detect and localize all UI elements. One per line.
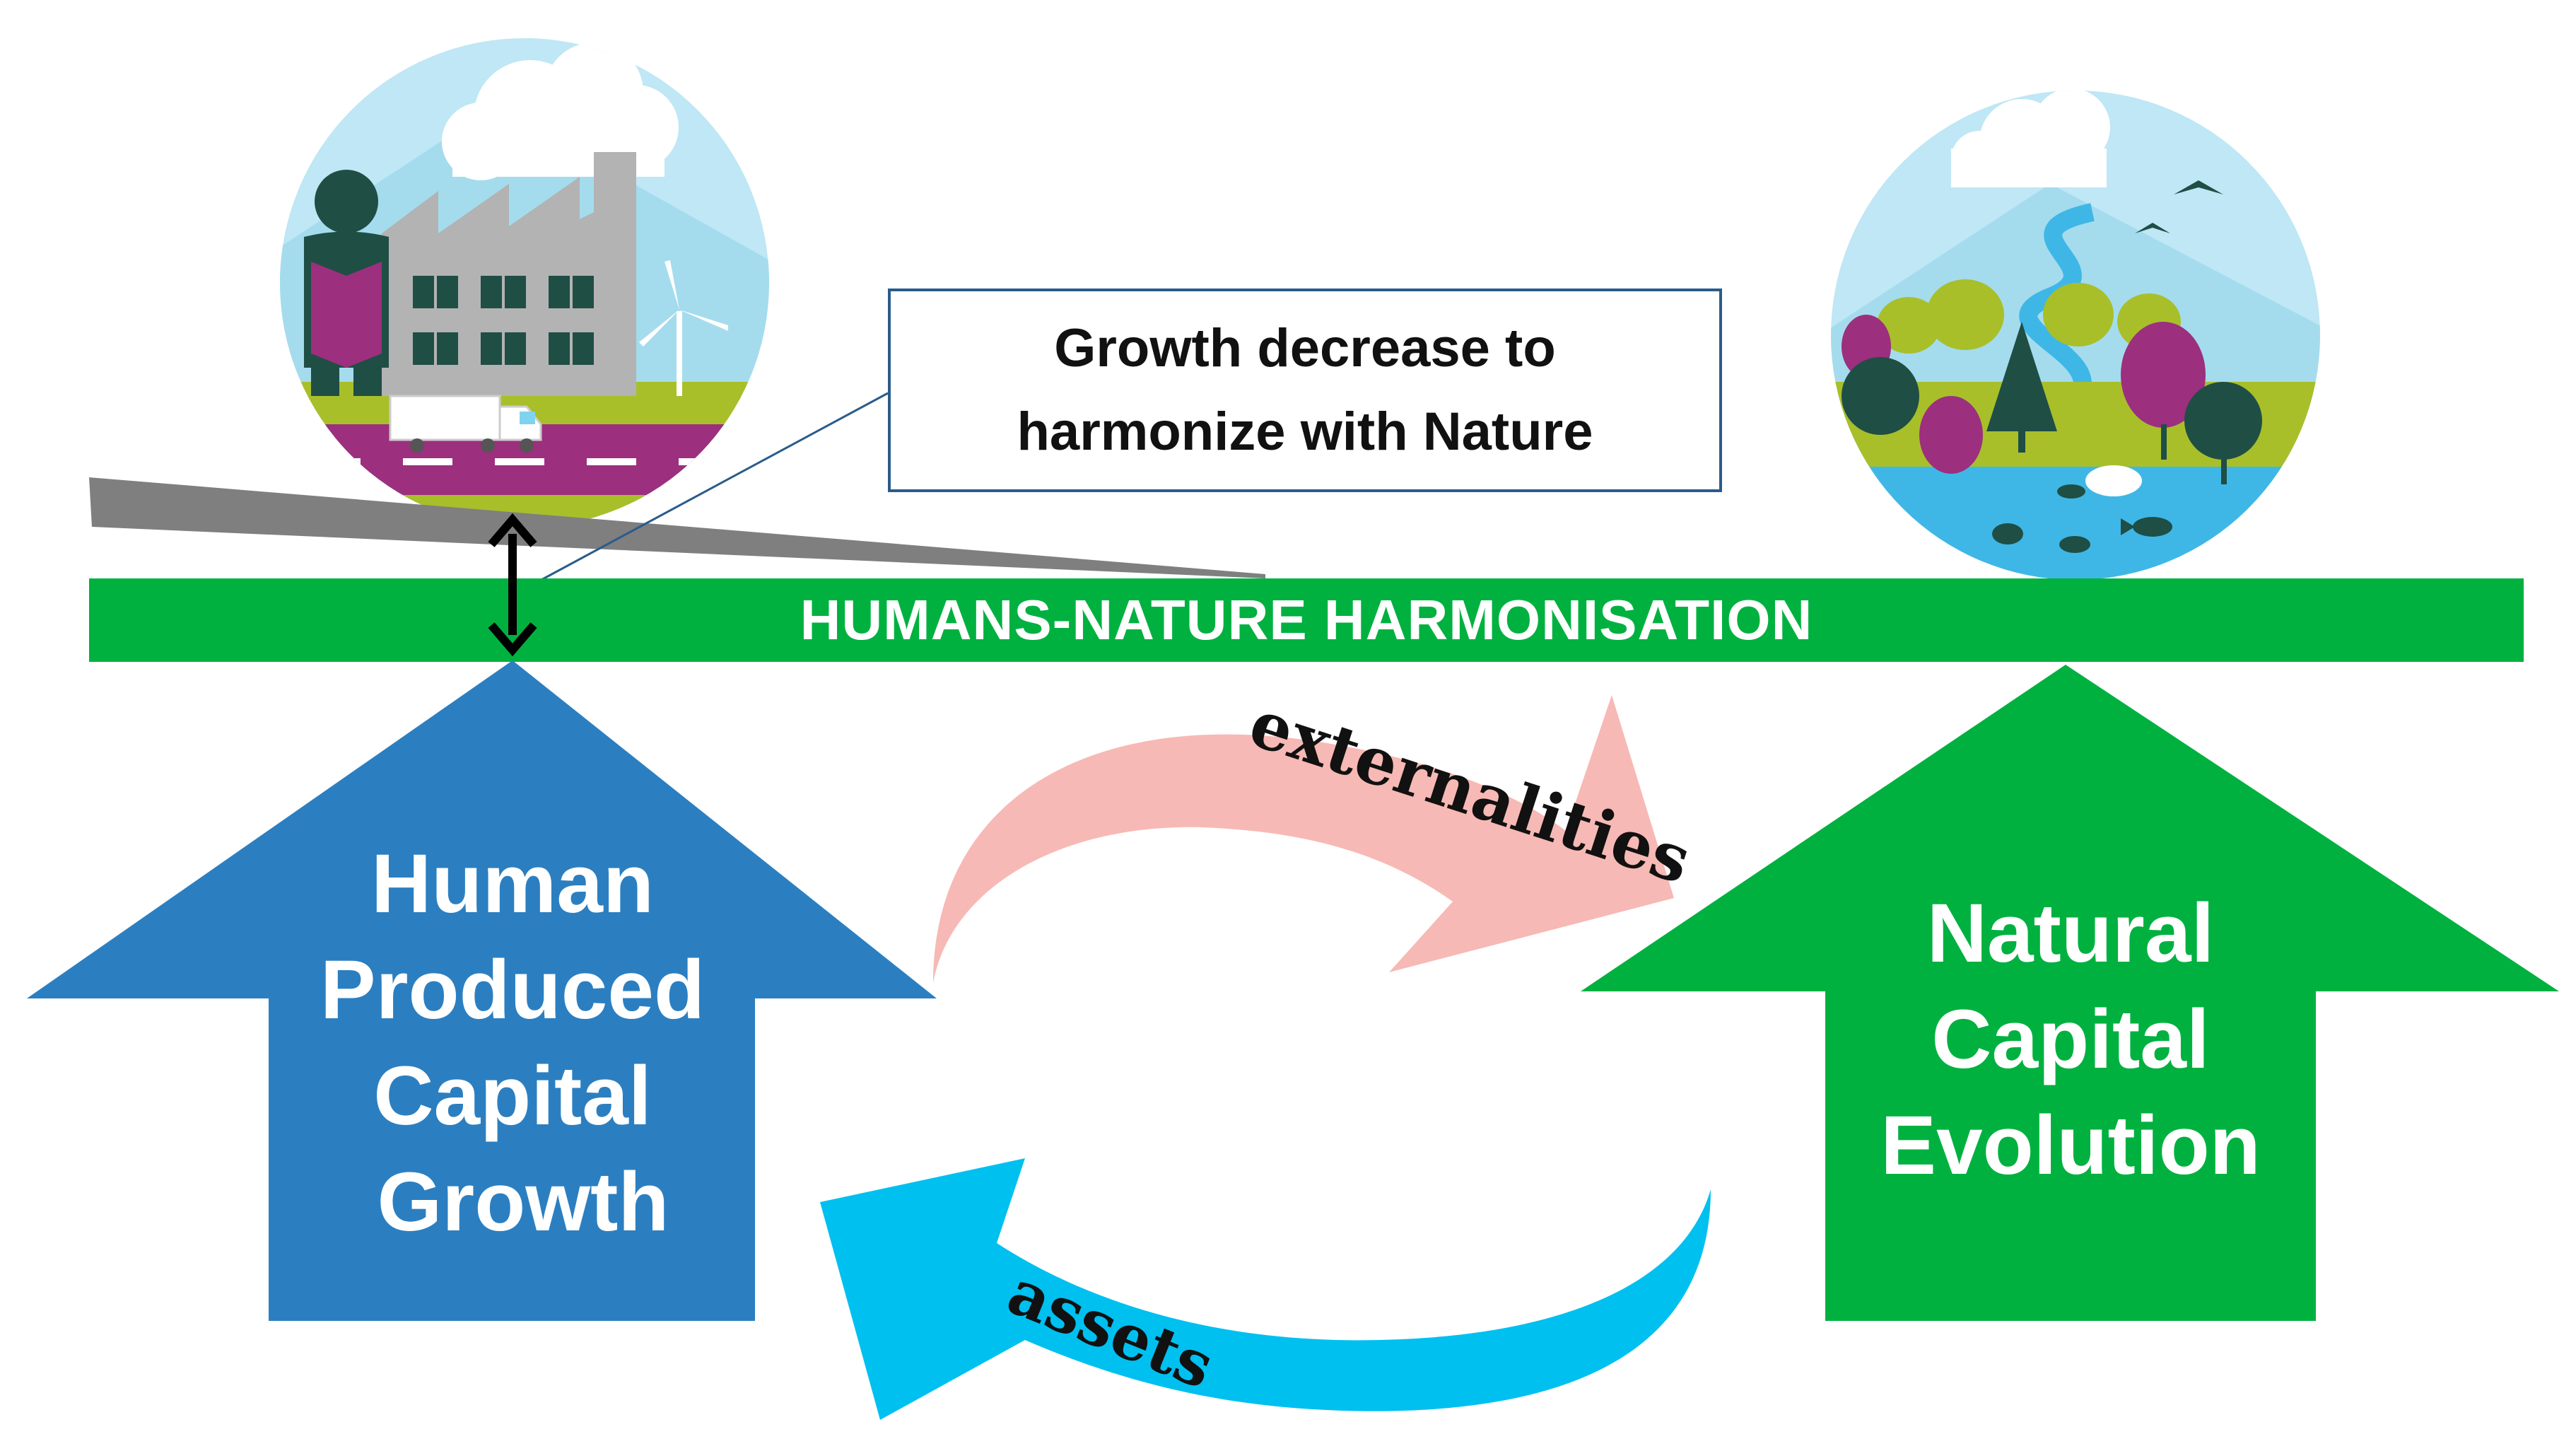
harmonisation-band bbox=[89, 578, 2524, 662]
factory-scene-icon bbox=[280, 38, 769, 528]
human-arrow-line-2: Produced bbox=[320, 943, 706, 1037]
natural-capital-arrow bbox=[1581, 665, 2559, 1321]
band-label: HUMANS-NATURE HARMONISATION bbox=[800, 588, 1813, 651]
human-arrow-line-4: Growth bbox=[377, 1155, 669, 1249]
tilted-beam bbox=[89, 477, 1265, 578]
callout-leader-line bbox=[520, 392, 889, 593]
human-capital-arrow bbox=[27, 660, 937, 1321]
nature-scene-icon bbox=[1831, 91, 2320, 580]
assets-label: assets bbox=[998, 1254, 1224, 1403]
natural-arrow-line-2: Capital bbox=[1931, 993, 2210, 1086]
callout-line-2: harmonize with Nature bbox=[1017, 402, 1593, 462]
callout-box: Growth decrease to harmonize with Nature bbox=[888, 289, 1722, 492]
human-arrow-line-3: Capital bbox=[373, 1049, 652, 1143]
externalities-arrow bbox=[933, 695, 1674, 983]
callout-line-1: Growth decrease to bbox=[1054, 318, 1556, 378]
natural-arrow-label: Natural Capital Evolution bbox=[1825, 880, 2316, 1199]
double-arrow-icon bbox=[488, 513, 537, 657]
natural-arrow-line-1: Natural bbox=[1926, 887, 2215, 980]
human-arrow-label: Human Produced Capital Growth bbox=[269, 831, 756, 1255]
assets-arrow bbox=[820, 1158, 1711, 1420]
natural-arrow-line-3: Evolution bbox=[1880, 1099, 2261, 1192]
human-arrow-line-1: Human bbox=[371, 837, 654, 931]
